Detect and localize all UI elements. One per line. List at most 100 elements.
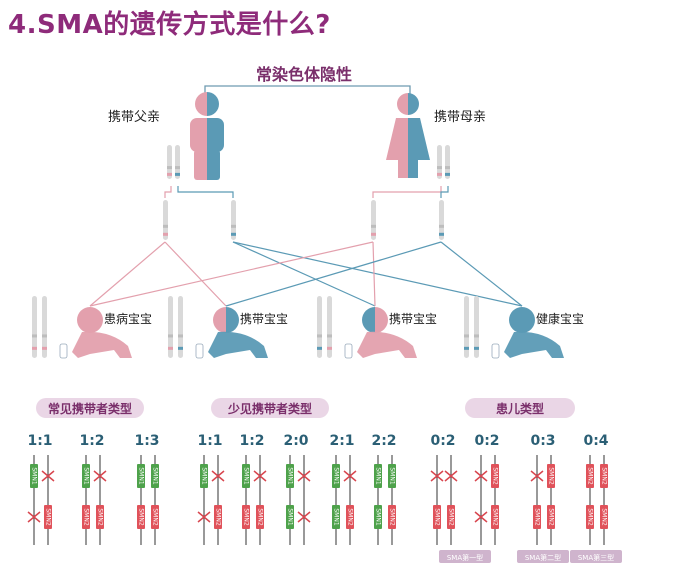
inheritance-mode-label: 常染色体隐性 — [256, 65, 352, 84]
sma-type-tag: SMA第三型 — [570, 550, 622, 563]
gene-label: SMN2 — [389, 508, 396, 525]
deletion-cross-icon — [297, 511, 311, 523]
gene-label: SMN1 — [375, 508, 382, 525]
child-label: 携带宝宝 — [240, 311, 288, 326]
genotype-ratio: 1:1 — [197, 433, 222, 449]
child-chromosome — [32, 296, 37, 358]
child-carrier: 携带宝宝 — [168, 296, 288, 359]
genotype-ratio: 1:1 — [27, 433, 52, 449]
smn1-gene — [374, 464, 382, 488]
gene-label: SMN1 — [333, 467, 340, 484]
gene-label: SMN2 — [492, 467, 499, 484]
children-row: 患病宝宝携带宝宝携带宝宝健康宝宝 — [32, 296, 584, 359]
inheritance-line — [177, 186, 234, 198]
gene-label: SMN1 — [31, 467, 38, 484]
gene-label: SMN2 — [534, 508, 541, 525]
smn1-gene — [137, 464, 145, 488]
category-label: 少见携带者类型 — [227, 401, 312, 416]
smn2-gene — [491, 464, 499, 488]
genotype-ratio: 1:2 — [79, 433, 104, 449]
sma-type-label: SMA第一型 — [447, 553, 483, 562]
inheritance-line — [89, 241, 374, 307]
mother-label: 携带母亲 — [434, 109, 486, 125]
genotype-ratio: 2:1 — [329, 433, 354, 449]
smn2-gene — [137, 505, 145, 529]
gene-label: SMN1 — [287, 508, 294, 525]
category-label: 常见携带者类型 — [48, 401, 132, 416]
sma-type-tag: SMA第二型 — [517, 550, 569, 563]
inheritance-line — [225, 241, 442, 307]
inheritance-line — [164, 241, 227, 307]
gamete-chromosome — [231, 200, 236, 240]
smn2-gene — [491, 505, 499, 529]
deletion-cross-icon — [474, 511, 488, 523]
gene-label: SMN1 — [152, 467, 159, 484]
smn1-gene — [286, 505, 294, 529]
gene-label: SMN2 — [601, 467, 608, 484]
page-title: 4.SMA的遗传方式是什么? — [8, 10, 331, 40]
smn2-gene — [151, 505, 159, 529]
smn1-gene — [30, 464, 38, 488]
child-carrier: 携带宝宝 — [317, 296, 437, 359]
smn2-gene — [447, 505, 455, 529]
gene-label: SMN1 — [138, 467, 145, 484]
smn1-gene — [242, 464, 250, 488]
gamete-chromosome — [163, 200, 168, 240]
child-chromosome — [168, 296, 173, 358]
smn1-gene — [82, 464, 90, 488]
gene-label: SMN1 — [83, 467, 90, 484]
child-chromosome — [178, 296, 183, 358]
smn2-gene — [547, 505, 555, 529]
father-figure — [190, 92, 224, 180]
genotype-ratio: 1:3 — [134, 433, 159, 449]
inheritance-line — [232, 241, 523, 307]
gene-label: SMN2 — [587, 508, 594, 525]
father-chromosome — [167, 145, 172, 179]
deletion-cross-icon — [297, 470, 311, 482]
child-healthy: 健康宝宝 — [464, 296, 584, 359]
deletion-cross-icon — [530, 470, 544, 482]
smn2-gene — [242, 505, 250, 529]
category-pill: 患儿类型 — [465, 398, 575, 418]
father-chromosome — [175, 145, 180, 179]
gene-label: SMN2 — [97, 508, 104, 525]
inheritance-lines — [89, 186, 523, 307]
deletion-cross-icon — [474, 470, 488, 482]
smn2-gene — [586, 505, 594, 529]
smn2-gene — [256, 505, 264, 529]
smn1-gene — [200, 464, 208, 488]
inheritance-line — [440, 186, 449, 198]
smn2-gene — [600, 464, 608, 488]
genotype-ratio: 0:2 — [474, 433, 499, 449]
inheritance-line — [372, 186, 442, 198]
gene-label: SMN2 — [448, 508, 455, 525]
inheritance-line — [89, 241, 166, 307]
inheritance-line — [372, 241, 376, 307]
genotype-ratio: 2:2 — [371, 433, 396, 449]
mother-figure — [386, 93, 430, 178]
deletion-cross-icon — [27, 511, 41, 523]
gene-label: SMN2 — [601, 508, 608, 525]
deletion-cross-icon — [41, 470, 55, 482]
gene-label: SMN1 — [287, 467, 294, 484]
deletion-cross-icon — [253, 470, 267, 482]
gene-label: SMN1 — [389, 467, 396, 484]
category-pill: 常见携带者类型 — [36, 398, 144, 418]
gene-label: SMN2 — [243, 508, 250, 525]
genotype-ratio: 1:2 — [239, 433, 264, 449]
category-label: 患儿类型 — [496, 401, 544, 416]
father-label: 携带父亲 — [108, 109, 160, 125]
genotype-ratio: 2:0 — [283, 433, 308, 449]
gene-label: SMN2 — [45, 508, 52, 525]
child-chromosome — [317, 296, 322, 358]
